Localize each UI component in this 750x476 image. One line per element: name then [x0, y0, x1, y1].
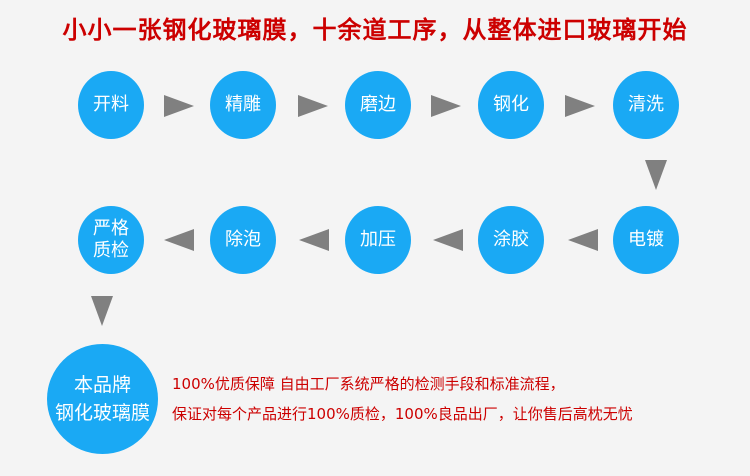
step-circle: 加压 [345, 206, 411, 274]
step-circle: 开料 [78, 71, 144, 139]
arrow-right-icon [431, 95, 461, 117]
arrow-left-icon [433, 229, 463, 251]
guarantee-text: 保证对每个产品进行100%质检，100%良品出厂，让你售后高枕无忧 [172, 405, 633, 423]
guarantee-text: 100%优质保障 自由工厂系统严格的检测手段和标准流程， [172, 375, 565, 393]
step-circle: 精雕 [210, 71, 276, 139]
step-label: 质检 [93, 240, 129, 261]
step-circle: 电镀 [613, 206, 679, 274]
page-title: 小小一张钢化玻璃膜，十余道工序，从整体进口玻璃开始 [62, 16, 688, 44]
step-circle: 钢化 [478, 71, 544, 139]
final-product-circle: 本品牌 钢化玻璃膜 [47, 344, 158, 454]
step-circle: 涂胶 [478, 206, 544, 274]
arrow-left-icon [164, 229, 194, 251]
arrow-down-icon [645, 160, 667, 190]
arrow-right-icon [565, 95, 595, 117]
arrow-left-icon [568, 229, 598, 251]
step-circle: 磨边 [345, 71, 411, 139]
arrow-right-icon [164, 95, 194, 117]
final-line-2: 钢化玻璃膜 [54, 402, 150, 424]
arrow-down-icon [91, 296, 113, 326]
step-circle: 除泡 [210, 206, 276, 274]
arrow-left-icon [299, 229, 329, 251]
step-label: 严格 [93, 218, 129, 239]
final-line-1: 本品牌 [73, 374, 131, 396]
step-circle-inspection: 严格 质检 [78, 206, 144, 274]
step-circle: 清洗 [613, 71, 679, 139]
arrow-right-icon [298, 95, 328, 117]
